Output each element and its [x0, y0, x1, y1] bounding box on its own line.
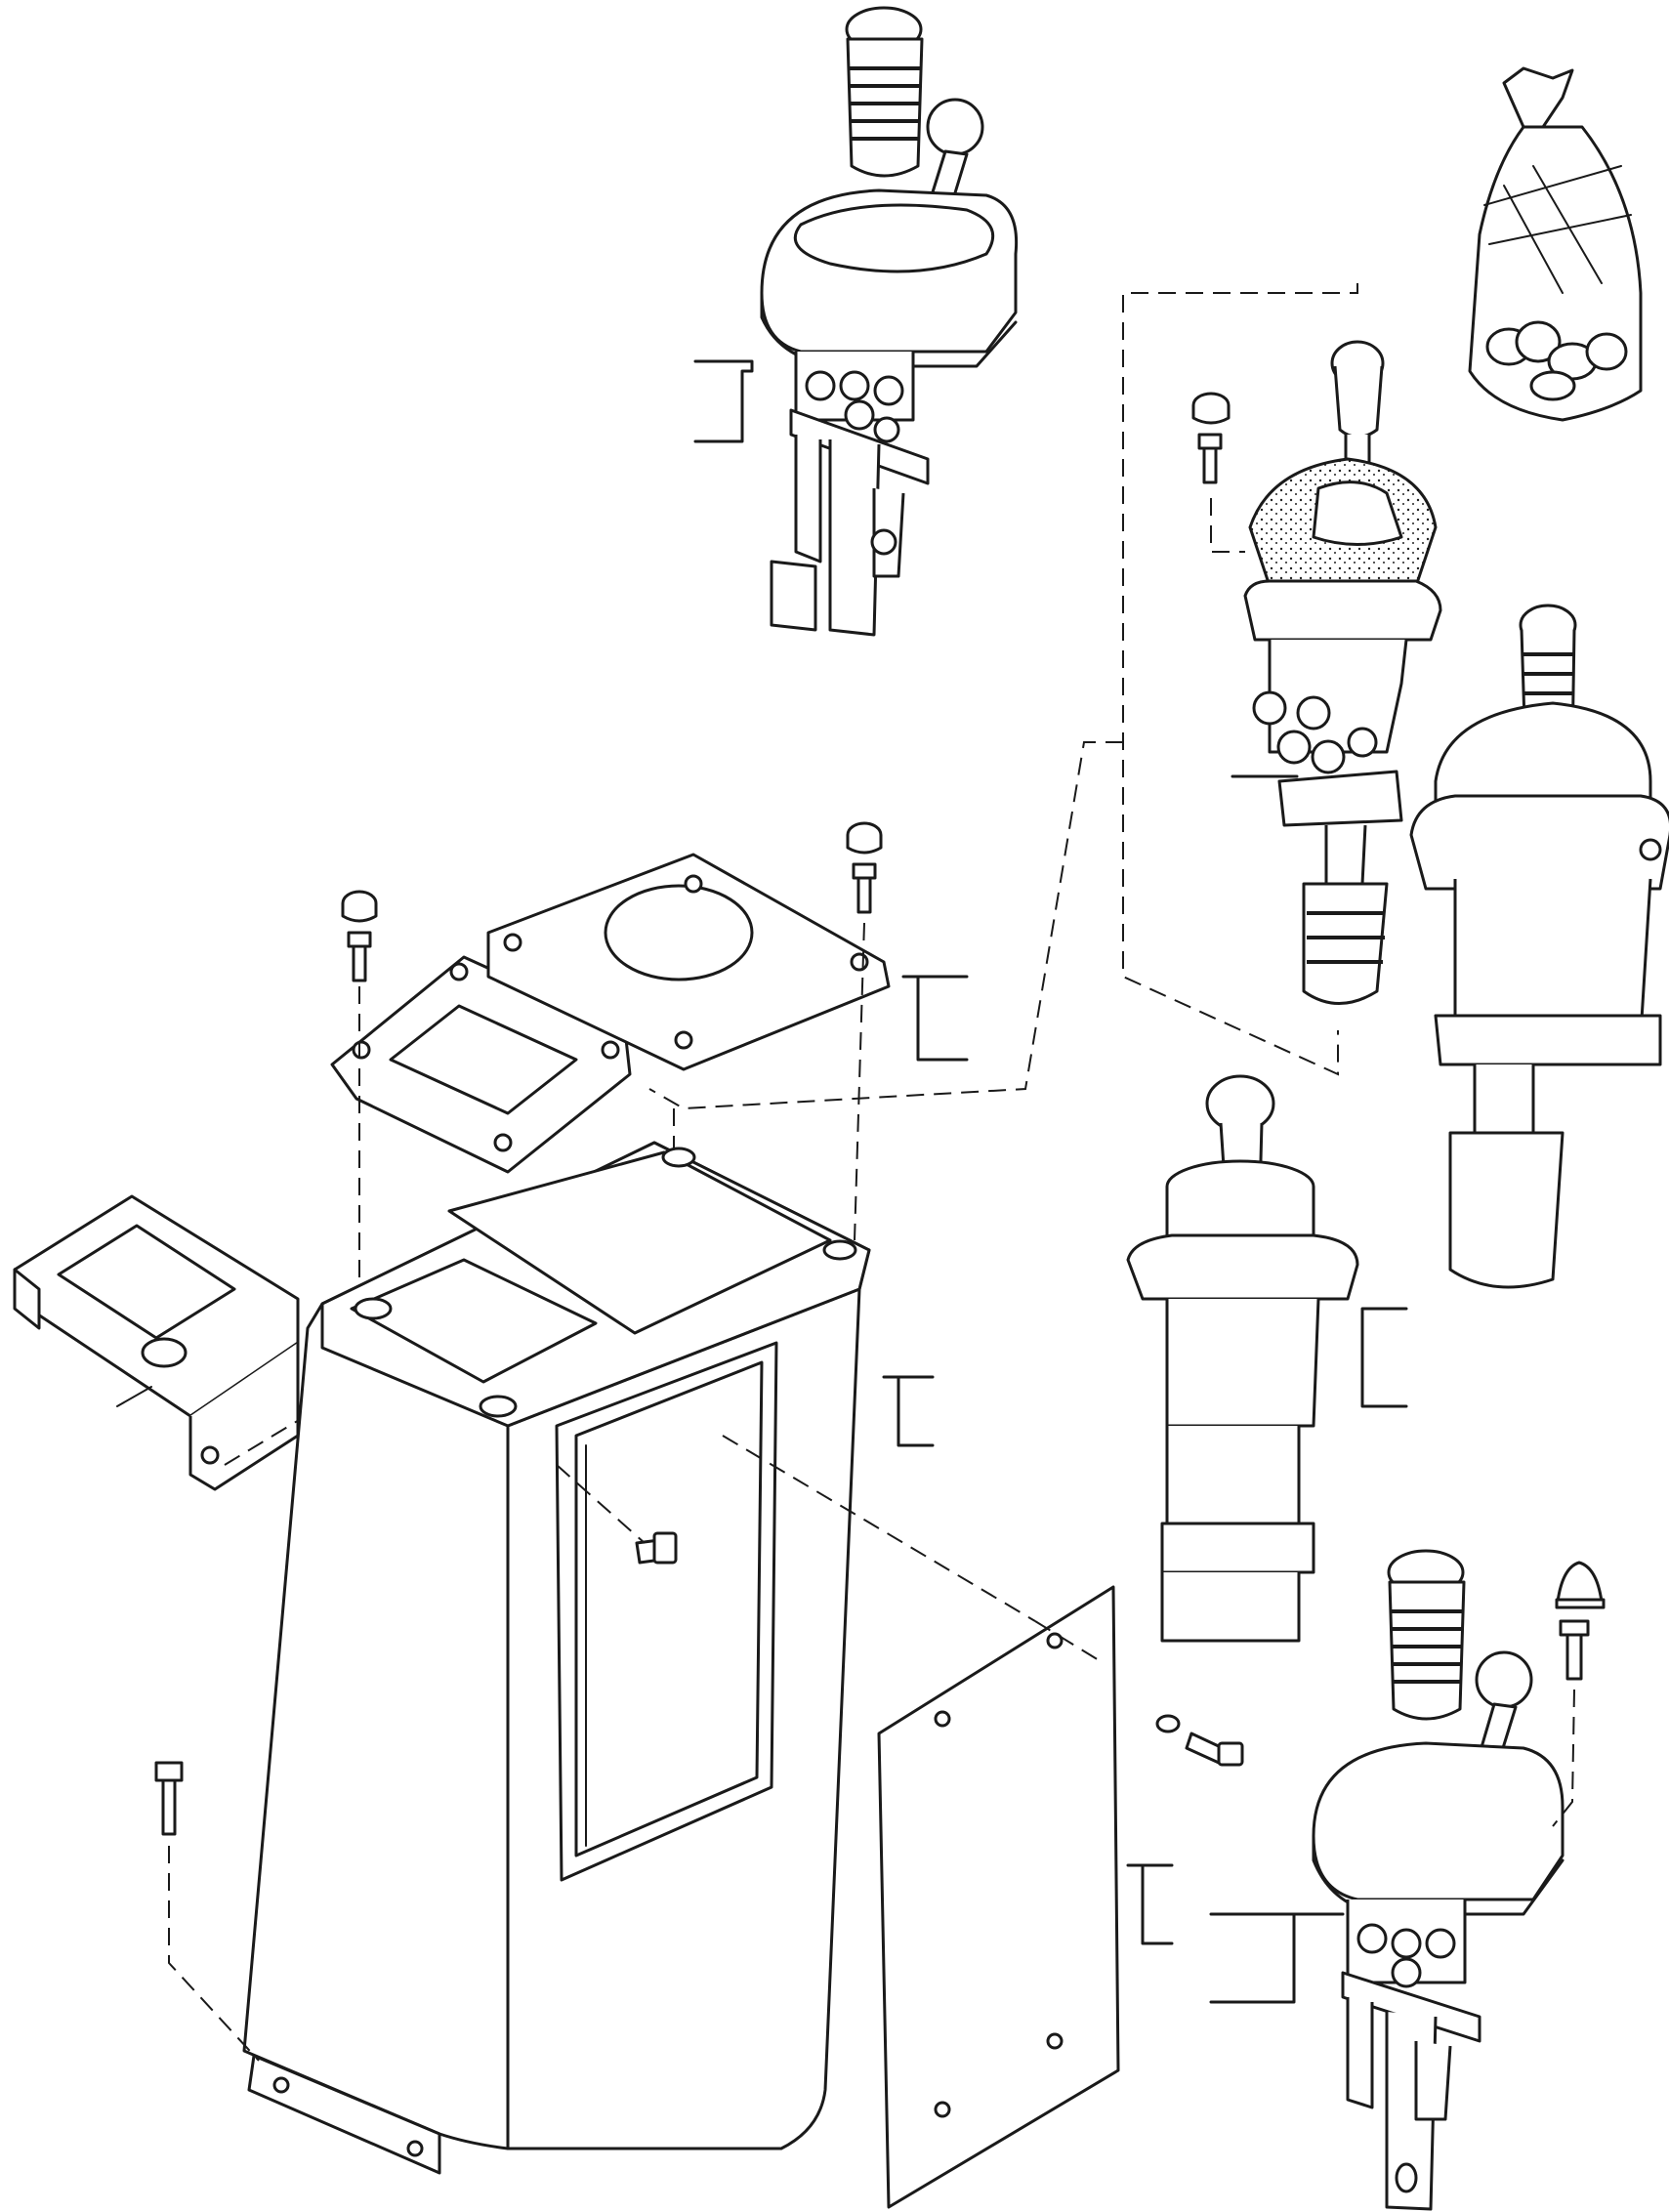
- side-bracket: [13, 1194, 460, 1491]
- cap-nut: [1555, 1561, 1606, 1609]
- cap-nut: [341, 890, 378, 923]
- joystick-ball-knob-center: [1126, 1074, 1408, 1643]
- bolt: [556, 1435, 1036, 1622]
- top-cover-plate-right: [486, 853, 969, 1071]
- cap-nut: [846, 821, 883, 855]
- joystick-double-lever-top: [693, 6, 1019, 637]
- washer: [1155, 1714, 1181, 1733]
- side-cover-panel: [877, 1585, 1174, 2209]
- bolt: [1185, 1732, 1244, 1767]
- bolt: [154, 1761, 260, 2062]
- bolt: [347, 931, 372, 1279]
- parts-bag: [1468, 66, 1643, 422]
- pedestal-housing: [242, 1141, 935, 2175]
- joystick-double-lever-bottom: [1209, 1549, 1565, 2211]
- bolt: [852, 862, 877, 1241]
- top-cover-plate-left: [330, 955, 632, 1174]
- bolt: [1197, 433, 1245, 553]
- cap-nut: [1191, 392, 1231, 425]
- joystick-single-right: [1409, 604, 1669, 1289]
- joystick-single-center: [1122, 283, 1442, 1076]
- bolt: [1552, 1619, 1590, 1827]
